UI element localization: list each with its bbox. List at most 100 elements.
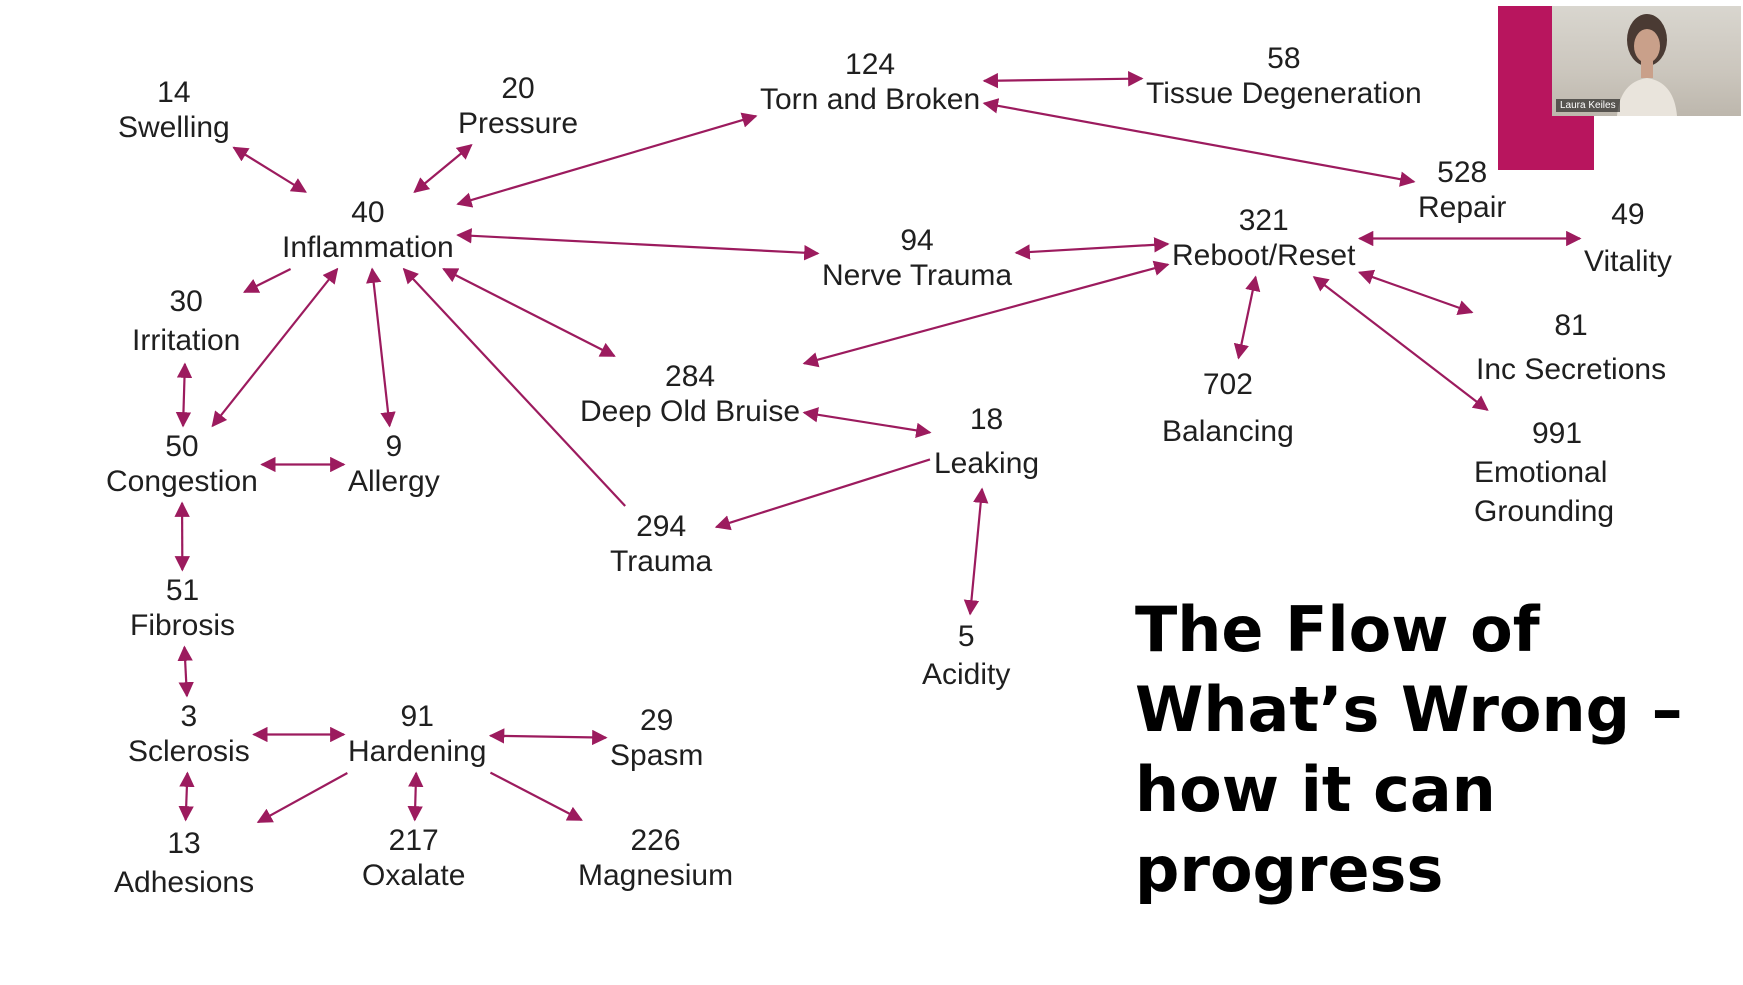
arrow-inflammation-pressure [413,144,473,193]
node-number: 5 [957,620,975,653]
slide-title: The Flow of What’s Wrong – how it can pr… [1135,590,1683,910]
arrow-inflammation-irritation [242,268,292,294]
node-number: 217 [388,824,439,857]
node-label: Adhesions [114,866,255,899]
node-number: 58 [1267,42,1301,75]
node-label: Congestion [106,464,258,498]
node-label: Magnesium [578,858,734,892]
node-number: 9 [385,430,403,463]
node-label: Acidity [922,657,1011,691]
node-number: 284 [665,360,716,393]
node-trauma: 294 Trauma [610,510,712,579]
node-label: Emotional Grounding [1474,456,1615,528]
node-allergy: 9 Allergy [348,430,440,499]
node-tissue-degeneration: 58 Tissue Degeneration [1146,42,1422,111]
node-label: Fibrosis [130,608,236,642]
node-acidity: 5 Acidity [922,618,1010,693]
node-label: Trauma [610,544,713,578]
arrow-torn-repair [982,98,1416,187]
arrow-inflammation-nerve [456,228,820,261]
node-number: 294 [636,510,687,543]
arrow-reboot-emotional [1312,276,1489,411]
arrow-hardening-magnesium [489,771,583,821]
node-number: 29 [640,704,674,737]
arrow-hardening-adhesions [256,772,348,824]
node-label: Nerve Trauma [822,258,1013,292]
node-deep-old-bruise: 284 Deep Old Bruise [580,360,800,429]
arrow-hardening-oxalate [407,771,424,822]
participant-avatar-icon [1617,14,1677,116]
node-hardening: 91 Hardening [348,700,486,769]
node-number: 51 [165,574,200,607]
node-balancing: 702 Balancing [1162,362,1294,455]
arrow-leaking-acidity [963,487,989,616]
participant-video-feed[interactable]: Laura Keiles [1552,6,1741,116]
node-label: Torn and Broken [760,82,981,116]
node-torn-and-broken: 124 Torn and Broken [760,48,980,117]
node-number: 49 [1611,198,1645,231]
node-number: 20 [501,72,535,105]
node-emotional-grounding: 991 Emotional Grounding [1474,414,1664,531]
node-number: 81 [1554,309,1588,342]
node-label: Hardening [348,734,487,768]
node-number: 18 [969,403,1004,436]
node-number: 91 [400,700,434,733]
node-sclerosis: 3 Sclerosis [128,700,250,769]
node-leaking: 18 Leaking [934,398,1039,485]
node-label: Deep Old Bruise [580,394,801,428]
node-repair: 528 Repair [1418,156,1506,225]
node-label: Reboot/Reset [1172,238,1356,272]
node-reboot-reset: 321 Reboot/Reset [1172,204,1355,273]
node-label: Balancing [1162,414,1294,448]
node-label: Repair [1418,190,1507,224]
node-label: Vitality [1584,244,1672,278]
arrow-hardening-spasm [488,728,608,746]
arrow-irritation-congestion [175,362,193,428]
arrow-reboot-bruise [802,260,1170,368]
node-label: Irritation [132,324,241,357]
node-number: 40 [351,196,385,229]
arrow-fibrosis-sclerosis [177,645,194,698]
node-number: 94 [900,224,934,257]
arrow-sclerosis-adhesions [178,771,195,822]
node-label: Allergy [348,464,440,498]
arrow-inflammation-bruise [442,268,616,357]
arrow-inflammation-congestion [211,267,339,428]
arrow-trauma-inflammation [402,267,626,507]
arrow-nerve-reboot [1014,237,1170,260]
node-label: Spasm [610,738,704,772]
node-number: 702 [1202,368,1253,401]
arrow-inflammation-torn [456,112,758,208]
node-number: 124 [845,48,896,81]
node-congestion: 50 Congestion [106,430,258,499]
arrow-reboot-balancing [1233,275,1261,360]
node-fibrosis: 51 Fibrosis [130,574,235,643]
node-swelling: 14 Swelling [118,76,230,145]
node-spasm: 29 Spasm [610,704,703,773]
node-label: Oxalate [362,858,466,892]
title-line: The Flow of [1135,593,1540,666]
node-pressure: 20 Pressure [458,72,578,141]
node-oxalate: 217 Oxalate [362,824,465,893]
node-number: 991 [1532,417,1583,450]
node-nerve-trauma: 94 Nerve Trauma [822,224,1012,293]
node-label: Swelling [118,110,230,144]
node-label: Pressure [458,106,579,140]
arrow-leaking-trauma [714,458,931,531]
arrow-reboot-secretions [1358,269,1474,315]
node-number: 528 [1437,156,1488,189]
arrow-inflammation-swelling [232,146,307,193]
node-number: 226 [630,824,681,857]
node-label: Inc Secretions [1476,352,1667,386]
node-number: 14 [157,76,191,109]
video-thumbnail[interactable]: Laura Keiles [1498,6,1741,170]
node-number: 13 [167,827,201,860]
node-label: Sclerosis [128,734,250,768]
node-vitality: 49 Vitality [1584,192,1672,285]
node-adhesions: 13 Adhesions [114,824,254,902]
node-label: Inflammation [282,230,454,264]
node-inc-secretions: 81 Inc Secretions [1476,304,1666,391]
title-line: progress [1135,833,1444,906]
